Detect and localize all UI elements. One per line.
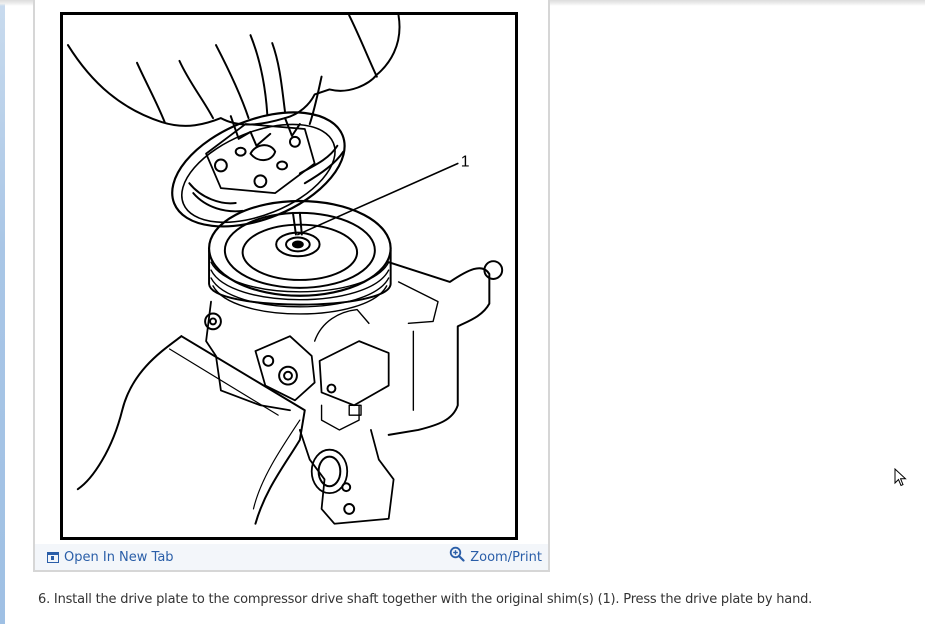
figure-card: 1 (33, 0, 550, 572)
open-new-tab-icon (47, 551, 59, 563)
left-sidebar-edge (0, 0, 5, 624)
step-instruction: 6. Install the drive plate to the compre… (38, 592, 813, 607)
figure-image[interactable]: 1 (60, 12, 518, 540)
mouse-pointer-icon (894, 468, 907, 487)
zoom-in-icon (450, 546, 465, 562)
compressor-drive-plate-illustration: 1 (66, 15, 504, 525)
callout-label: 1 (461, 153, 470, 170)
open-in-new-tab-link[interactable]: Open In New Tab (47, 550, 174, 565)
zoom-print-link[interactable]: Zoom/Print (449, 546, 542, 565)
open-in-new-tab-label: Open In New Tab (64, 549, 174, 565)
figure-footer: Open In New Tab Zoom/Print (35, 544, 548, 570)
zoom-print-label: Zoom/Print (470, 549, 542, 565)
